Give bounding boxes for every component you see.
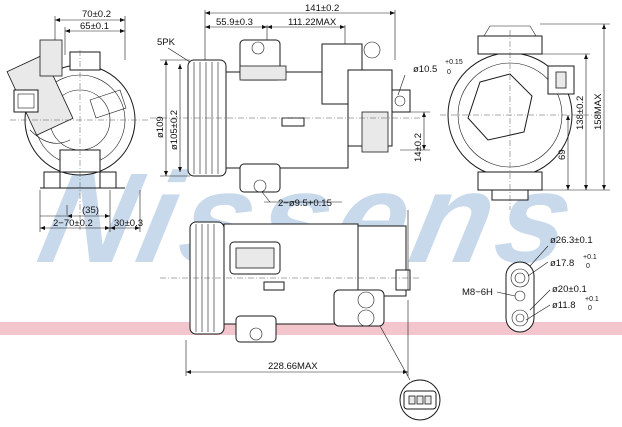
watermark-band [0,322,622,335]
dim-35: (35) [82,205,99,216]
dim-138: 138±0.2 [575,96,586,130]
view-side-bottom: 228.66MAX [160,210,441,421]
dim-55-9: 55.9±0.3 [216,17,253,28]
dim-228-66: 228.66MAX [268,361,318,372]
dim-11-8-tol2: 0 [588,305,592,312]
dim-69: 69 [557,149,568,160]
dim-30: 30±0.3 [114,218,143,229]
dim-105: ø105±0.2 [169,110,180,150]
dim-20: ø20±0.1 [552,284,587,295]
dim-2-9-5: 2−ø9.5+0.15 [278,198,332,209]
port-flange [505,261,535,333]
dim-11-8: ø11.8 [552,300,576,311]
dim-10-5: ø10.5 [413,64,437,75]
dim-158: 158MAX [593,93,604,130]
dim-109: ø109 [155,116,166,138]
dim-111-22: 111.22MAX [288,17,337,28]
dim-17-8-tol: +0.1 [583,254,597,261]
dim-11-8-tol: +0.1 [585,296,599,303]
view-side-top: 141±0.2 55.9±0.3 111.22MAX 5PK ø10.5 +0.… [150,3,463,209]
dim-14: 14±0.2 [413,133,424,162]
detail-port-flange: ø26.3±0.1 ø17.8 +0.1 0 M8−6H ø20±0.1 ø11… [462,235,599,333]
dim-141: 141±0.2 [305,3,339,14]
view-front-left: 70±0.2 65±0.1 (35) 2−70±0.2 [6,9,150,232]
dim-m8: M8−6H [462,287,493,298]
dim-17-8-tol2: 0 [586,263,590,270]
dim-17-8: ø17.8 [550,258,574,269]
view-front-right: 138±0.2 158MAX 69 [440,23,610,210]
dim-65: 65±0.1 [80,21,109,32]
dim-26-3: ø26.3±0.1 [550,235,593,246]
dim-10-5-tol: +0.15 [445,59,463,66]
label-5pk: 5PK [157,37,176,48]
dim-70: 70±0.2 [82,9,111,20]
dim-10-5-tol2: 0 [447,69,451,76]
dim-2-70: 2−70±0.2 [53,218,93,229]
